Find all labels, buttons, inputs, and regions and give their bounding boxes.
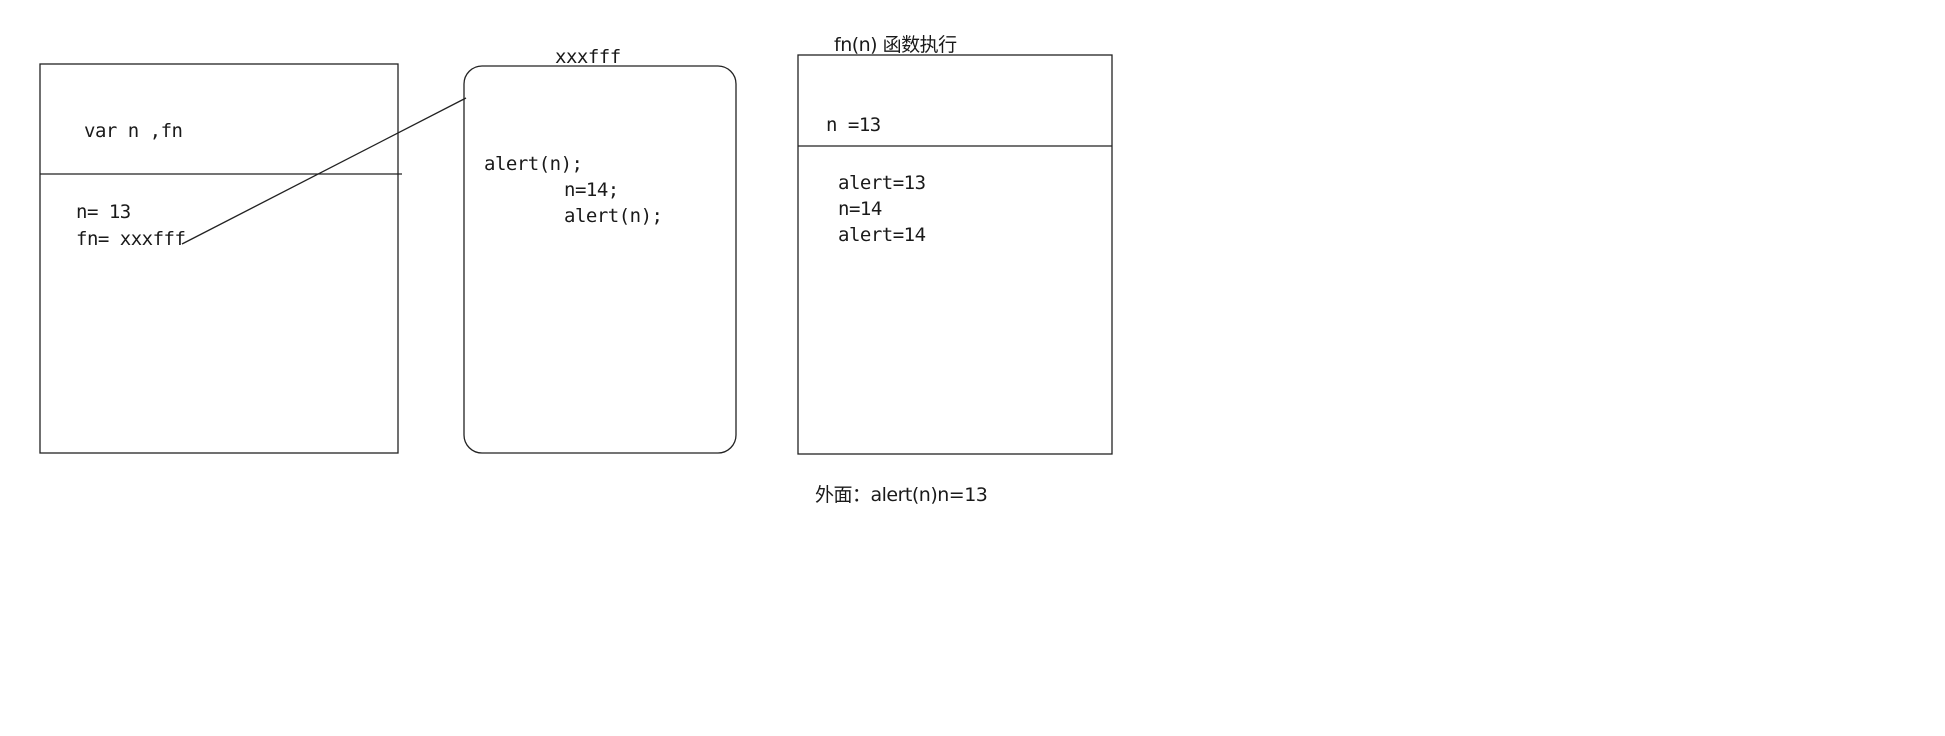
heap-object-box	[463, 65, 737, 454]
outside-note-text: 外面：alert(n)n=13	[815, 484, 988, 506]
heap-code-line-1: alert(n);	[484, 153, 583, 175]
execution-line-1: alert=13	[838, 172, 926, 194]
execution-line-3: alert=14	[838, 224, 926, 246]
fn-pointer-arrow	[181, 97, 467, 245]
execution-context-box	[797, 54, 1113, 455]
execution-line-2: n=14	[838, 198, 882, 220]
execution-context-title: fn(n) 函数执行	[834, 34, 957, 56]
heap-code-line-2: n=14;	[564, 179, 619, 201]
heap-address-label: xxxfff	[555, 46, 621, 68]
execution-param-text: n =13	[826, 114, 881, 136]
global-assign-fn-text: fn= xxxfff	[76, 228, 186, 250]
global-scope-box	[39, 63, 399, 454]
heap-code-line-3: alert(n);	[564, 205, 663, 227]
global-declaration-text: var n ,fn	[84, 120, 183, 142]
global-assign-n-text: n= 13	[76, 201, 131, 223]
